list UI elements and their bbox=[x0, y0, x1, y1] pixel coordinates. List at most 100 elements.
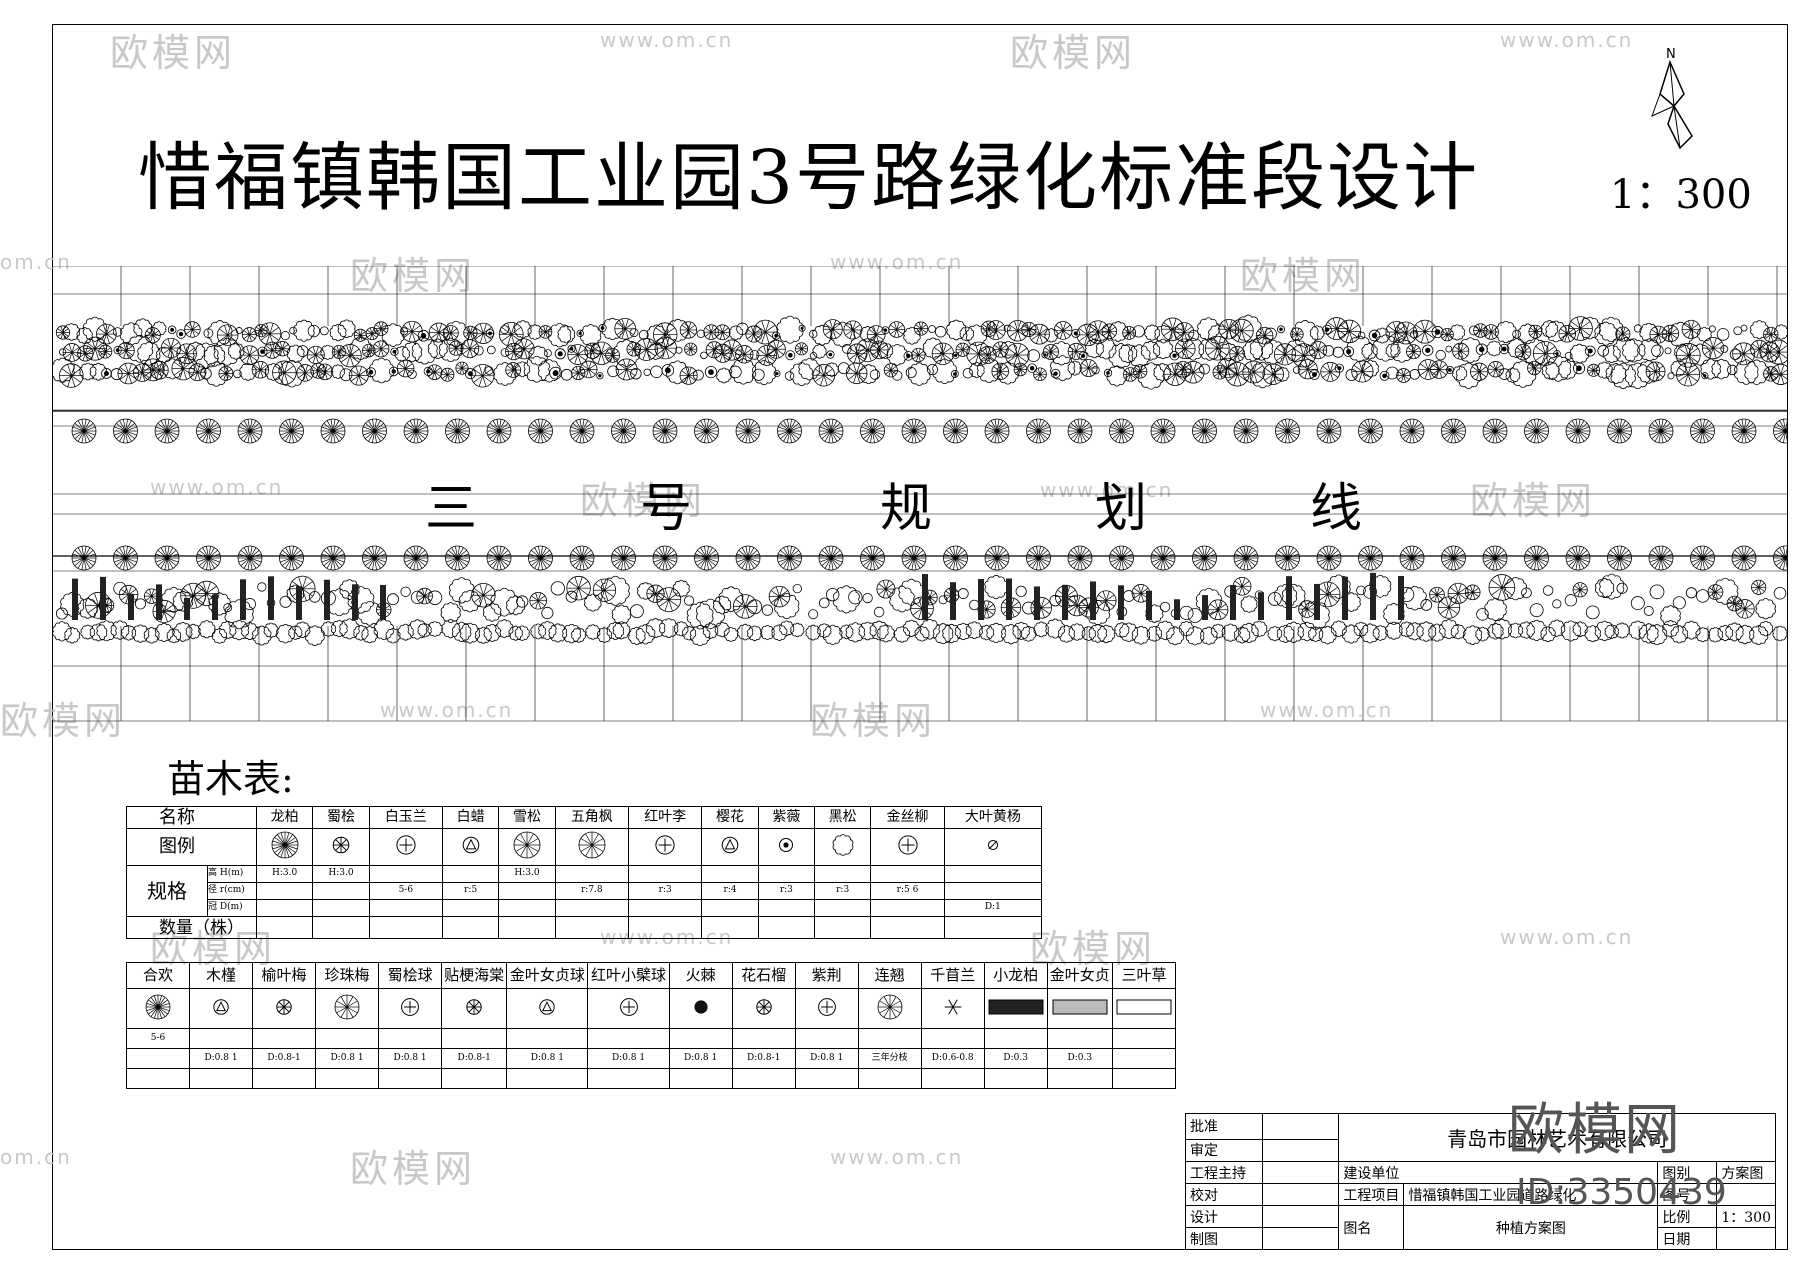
t2-plant-name: 榆叶梅 bbox=[252, 962, 317, 989]
watermark-brand-large: 欧模网 bbox=[1508, 1098, 1682, 1163]
tb-approve: 批准 bbox=[1185, 1113, 1263, 1140]
road-label-char-2: 号 bbox=[640, 479, 693, 539]
plant-symbol-icon bbox=[817, 997, 836, 1016]
t2-spec2-cell: D:0.8 1 bbox=[506, 1048, 589, 1069]
drawing-frame bbox=[52, 24, 1788, 1250]
t1-plant-name: 龙柏 bbox=[255, 806, 314, 829]
t2-spec2-cell: 三年分枝 bbox=[857, 1048, 922, 1069]
t1-spec-cell: r:3 bbox=[813, 882, 872, 901]
t1-spec-cell bbox=[368, 865, 444, 884]
plant-symbol-icon bbox=[396, 835, 416, 855]
t2-legend-cell bbox=[920, 988, 985, 1029]
t1-spec-cell bbox=[368, 899, 444, 918]
t1-plant-name: 黑松 bbox=[813, 806, 872, 829]
t1-plant-name: 金丝柳 bbox=[870, 806, 945, 829]
t2-plant-name: 三叶草 bbox=[1111, 962, 1177, 989]
t1-spec-cell bbox=[701, 865, 759, 884]
t2-plant-name: 千苜兰 bbox=[920, 962, 985, 989]
t1-spec-cell bbox=[554, 865, 630, 884]
t1-spec-cell bbox=[255, 882, 314, 901]
t1-label-qty: 数量（株） bbox=[126, 916, 257, 940]
t2-legend-cell bbox=[857, 988, 922, 1029]
t1-plant-name: 五角枫 bbox=[554, 806, 630, 829]
plant-symbol-icon bbox=[271, 831, 299, 859]
t2-legend-cell bbox=[794, 988, 859, 1029]
t2-legend-cell bbox=[125, 988, 191, 1029]
t1-spec-cell bbox=[255, 899, 314, 918]
t1-spec-cell: 5-6 bbox=[368, 882, 444, 901]
t1-spec-cell bbox=[554, 899, 630, 918]
plant-symbol-icon bbox=[578, 831, 606, 859]
t1-label-crown: 径 r(cm) bbox=[207, 882, 257, 901]
t2-spec2-cell: D:0.8 1 bbox=[189, 1048, 254, 1069]
t2-plant-name: 蜀桧球 bbox=[378, 962, 443, 989]
t2-spec1-cell bbox=[506, 1028, 589, 1049]
t1-label-legend: 图例 bbox=[126, 827, 257, 867]
t2-spec1-cell bbox=[731, 1028, 796, 1049]
t1-spec-cell bbox=[813, 865, 872, 884]
t1-spec-cell bbox=[312, 899, 370, 918]
title-block: 批准 青岛市园林艺术有限公司 审定 工程主持 建设单位 图别 方案图 校对 工程… bbox=[1185, 1112, 1776, 1250]
t2-spec2-cell: D:0.3 bbox=[983, 1048, 1048, 1069]
plant-symbol-icon bbox=[332, 836, 350, 854]
plant-symbol-icon bbox=[145, 994, 171, 1020]
nursery-table-trees: 名称龙柏蜀桧白玉兰白蜡雪松五角枫红叶李樱花紫薇黑松金丝柳大叶黄杨图例规格高 H(… bbox=[126, 806, 1043, 940]
road-label-char-1: 三 bbox=[425, 479, 478, 539]
t2-legend-cell bbox=[587, 988, 670, 1029]
plant-symbol-icon bbox=[655, 835, 675, 855]
t1-legend-cell bbox=[255, 827, 314, 867]
plant-symbol-icon bbox=[988, 999, 1044, 1015]
t2-legend-cell bbox=[441, 988, 508, 1029]
t2-plant-name: 合欢 bbox=[125, 962, 191, 989]
t2-spec2-cell: D:0.8 1 bbox=[315, 1048, 380, 1069]
t2-plant-name: 火棘 bbox=[668, 962, 733, 989]
t2-spec2-cell: D:0.8-1 bbox=[252, 1048, 317, 1069]
t1-plant-name: 雪松 bbox=[498, 806, 556, 829]
plant-symbol-icon bbox=[334, 994, 360, 1020]
t1-spec-cell bbox=[870, 865, 945, 884]
t2-plant-name: 贴梗海棠 bbox=[441, 962, 508, 989]
t2-spec1-cell bbox=[668, 1028, 733, 1049]
planting-plan bbox=[52, 266, 1788, 722]
t2-spec1-cell: 5-6 bbox=[125, 1028, 191, 1049]
tb-date-label: 日期 bbox=[1657, 1227, 1718, 1250]
tb-review: 审定 bbox=[1185, 1138, 1263, 1163]
t1-spec-cell bbox=[943, 865, 1043, 884]
t2-plant-name: 红叶小檗球 bbox=[587, 962, 670, 989]
t2-plant-name: 金叶女贞球 bbox=[506, 962, 589, 989]
t1-spec-cell: H:3.0 bbox=[498, 865, 556, 884]
drawing-scale: 1：300 bbox=[1610, 172, 1752, 218]
t2-plant-name: 花石榴 bbox=[731, 962, 796, 989]
plant-symbol-icon bbox=[832, 834, 853, 856]
t2-legend-cell bbox=[983, 988, 1048, 1029]
t1-spec-cell bbox=[627, 865, 703, 884]
t1-plant-name: 白蜡 bbox=[441, 806, 500, 829]
plant-symbol-icon bbox=[466, 999, 482, 1015]
t1-spec-cell bbox=[701, 899, 759, 918]
tb-company: 青岛市园林艺术有限公司 bbox=[1338, 1112, 1776, 1163]
t1-spec-cell: H:3.0 bbox=[312, 865, 370, 884]
t1-legend-cell bbox=[870, 827, 945, 867]
t1-spec-cell: r:7.8 bbox=[554, 882, 630, 901]
tb-scale: 1：300 bbox=[1716, 1205, 1776, 1229]
plant-symbol-icon bbox=[1116, 999, 1172, 1015]
t2-spec1-cell bbox=[441, 1028, 508, 1049]
nursery-table-shrubs: 合欢木槿榆叶梅珍珠梅蜀桧球贴梗海棠金叶女贞球红叶小檗球火棘花石榴紫荆连翘千苜兰小… bbox=[125, 962, 1177, 1089]
road-label-char-4: 划 bbox=[1095, 479, 1148, 539]
t1-legend-cell bbox=[813, 827, 872, 867]
plant-symbol-icon bbox=[944, 999, 962, 1015]
t2-spec2-cell: D:0.8-1 bbox=[731, 1048, 796, 1069]
t2-plant-name: 珍珠梅 bbox=[315, 962, 380, 989]
t2-spec2-cell bbox=[1111, 1048, 1177, 1069]
plant-symbol-icon bbox=[877, 994, 903, 1020]
t1-label-height: 高 H(m) bbox=[207, 865, 257, 884]
north-label: N bbox=[1666, 47, 1676, 62]
t2-spec2-cell: D:0.3 bbox=[1046, 1048, 1113, 1069]
plant-symbol-icon bbox=[755, 999, 772, 1015]
t2-plant-name: 紫荆 bbox=[794, 962, 859, 989]
plant-symbol-icon bbox=[513, 831, 541, 859]
planting-strip-bottom bbox=[52, 572, 1788, 646]
t2-spec2-cell: D:0.6-0.8 bbox=[920, 1048, 985, 1069]
t2-legend-cell bbox=[668, 988, 733, 1029]
t1-spec-cell bbox=[943, 882, 1043, 901]
